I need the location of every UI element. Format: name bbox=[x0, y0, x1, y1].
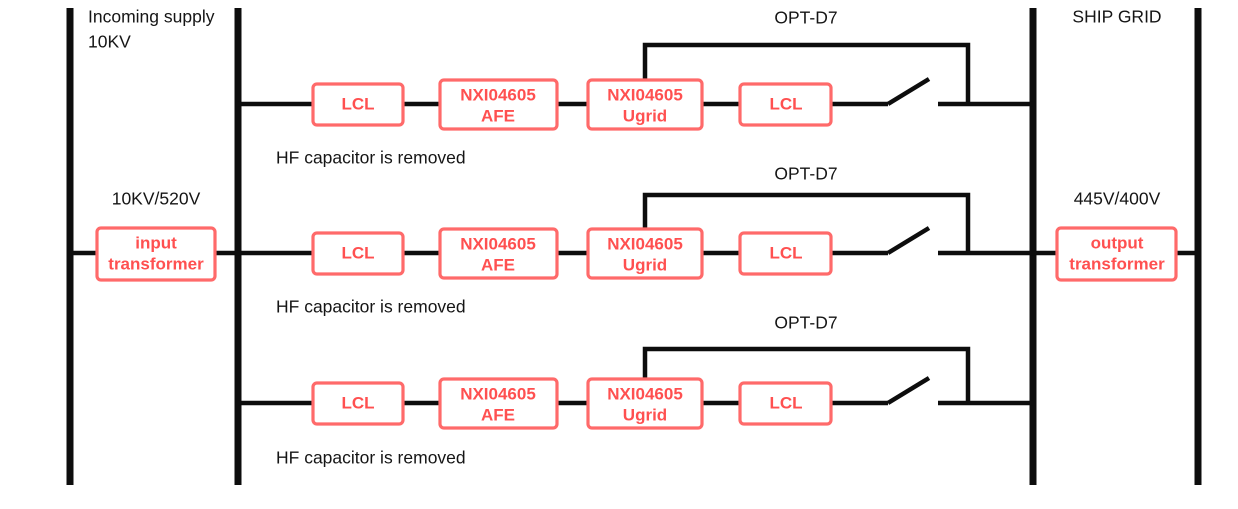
bypass-switch[interactable] bbox=[886, 226, 931, 255]
branch-row-1: OPT-D7 LCL NXI04605 AFE NXI04605 Ugrid bbox=[238, 8, 1033, 168]
bypass-label: OPT-D7 bbox=[774, 164, 837, 184]
lcl-output-label: LCL bbox=[769, 94, 802, 113]
hf-capacitor-note: HF capacitor is removed bbox=[276, 148, 466, 168]
lcl-input-box[interactable] bbox=[311, 381, 405, 426]
input-transformer-box[interactable] bbox=[95, 226, 217, 282]
bypass-conductor bbox=[642, 346, 971, 403]
afe-converter-box[interactable] bbox=[438, 377, 559, 430]
afe-converter-label-line2: AFE bbox=[481, 405, 515, 424]
bypass-label: OPT-D7 bbox=[774, 313, 837, 333]
output-transformer-label-line1: output bbox=[1091, 233, 1144, 252]
output-transformer-box[interactable] bbox=[1055, 226, 1178, 282]
ugrid-converter-box[interactable] bbox=[586, 377, 704, 430]
ugrid-converter-box[interactable] bbox=[586, 227, 704, 280]
bypass-label: OPT-D7 bbox=[774, 8, 837, 28]
incoming-supply-label-line1: Incoming supply bbox=[88, 7, 215, 27]
incoming-supply-label-line2: 10KV bbox=[88, 32, 131, 52]
ugrid-converter-label-line1: NXI04605 bbox=[607, 234, 683, 253]
afe-converter-label-line2: AFE bbox=[481, 106, 515, 125]
hf-capacitor-note: HF capacitor is removed bbox=[276, 448, 466, 468]
lcl-output-box[interactable] bbox=[738, 82, 833, 127]
lcl-output-label: LCL bbox=[769, 243, 802, 262]
ugrid-converter-label-line2: Ugrid bbox=[623, 405, 667, 424]
lcl-input-box[interactable] bbox=[311, 231, 405, 276]
bypass-switch[interactable] bbox=[886, 376, 931, 405]
afe-converter-label-line2: AFE bbox=[481, 255, 515, 274]
input-transformer-label-line1: input bbox=[135, 233, 177, 252]
input-transformer-rating: 10KV/520V bbox=[112, 189, 201, 209]
branch-row-3: OPT-D7 LCL NXI04605 AFE NXI04605 Ugrid L… bbox=[238, 313, 1033, 468]
afe-converter-box[interactable] bbox=[438, 227, 559, 280]
lcl-output-label: LCL bbox=[769, 393, 802, 412]
bypass-switch[interactable] bbox=[886, 77, 931, 106]
lcl-input-label: LCL bbox=[341, 243, 374, 262]
afe-converter-label-line1: NXI04605 bbox=[460, 384, 536, 403]
ugrid-converter-label-line2: Ugrid bbox=[623, 106, 667, 125]
lcl-input-label: LCL bbox=[341, 94, 374, 113]
hf-capacitor-note: HF capacitor is removed bbox=[276, 297, 466, 317]
bypass-conductor bbox=[642, 192, 971, 253]
afe-converter-label-line1: NXI04605 bbox=[460, 234, 536, 253]
ugrid-converter-box[interactable] bbox=[586, 78, 704, 131]
bypass-conductor bbox=[642, 42, 971, 104]
lcl-output-box[interactable] bbox=[738, 381, 833, 426]
input-transformer-label-line2: transformer bbox=[108, 254, 204, 273]
ship-grid-label: SHIP GRID bbox=[1072, 7, 1161, 27]
ugrid-converter-label-line1: NXI04605 bbox=[607, 85, 683, 104]
lcl-output-box[interactable] bbox=[738, 231, 833, 276]
ugrid-converter-label-line2: Ugrid bbox=[623, 255, 667, 274]
ugrid-converter-label-line1: NXI04605 bbox=[607, 384, 683, 403]
output-transformer-rating: 445V/400V bbox=[1074, 189, 1161, 209]
afe-converter-label-line1: NXI04605 bbox=[460, 85, 536, 104]
branch-row-2: OPT-D7 LCL NXI04605 AFE NXI04605 Ugrid L… bbox=[238, 164, 1033, 317]
lcl-input-label: LCL bbox=[341, 393, 374, 412]
afe-converter-box[interactable] bbox=[438, 78, 559, 131]
output-transformer-label-line2: transformer bbox=[1069, 254, 1165, 273]
lcl-input-box[interactable] bbox=[311, 82, 405, 127]
